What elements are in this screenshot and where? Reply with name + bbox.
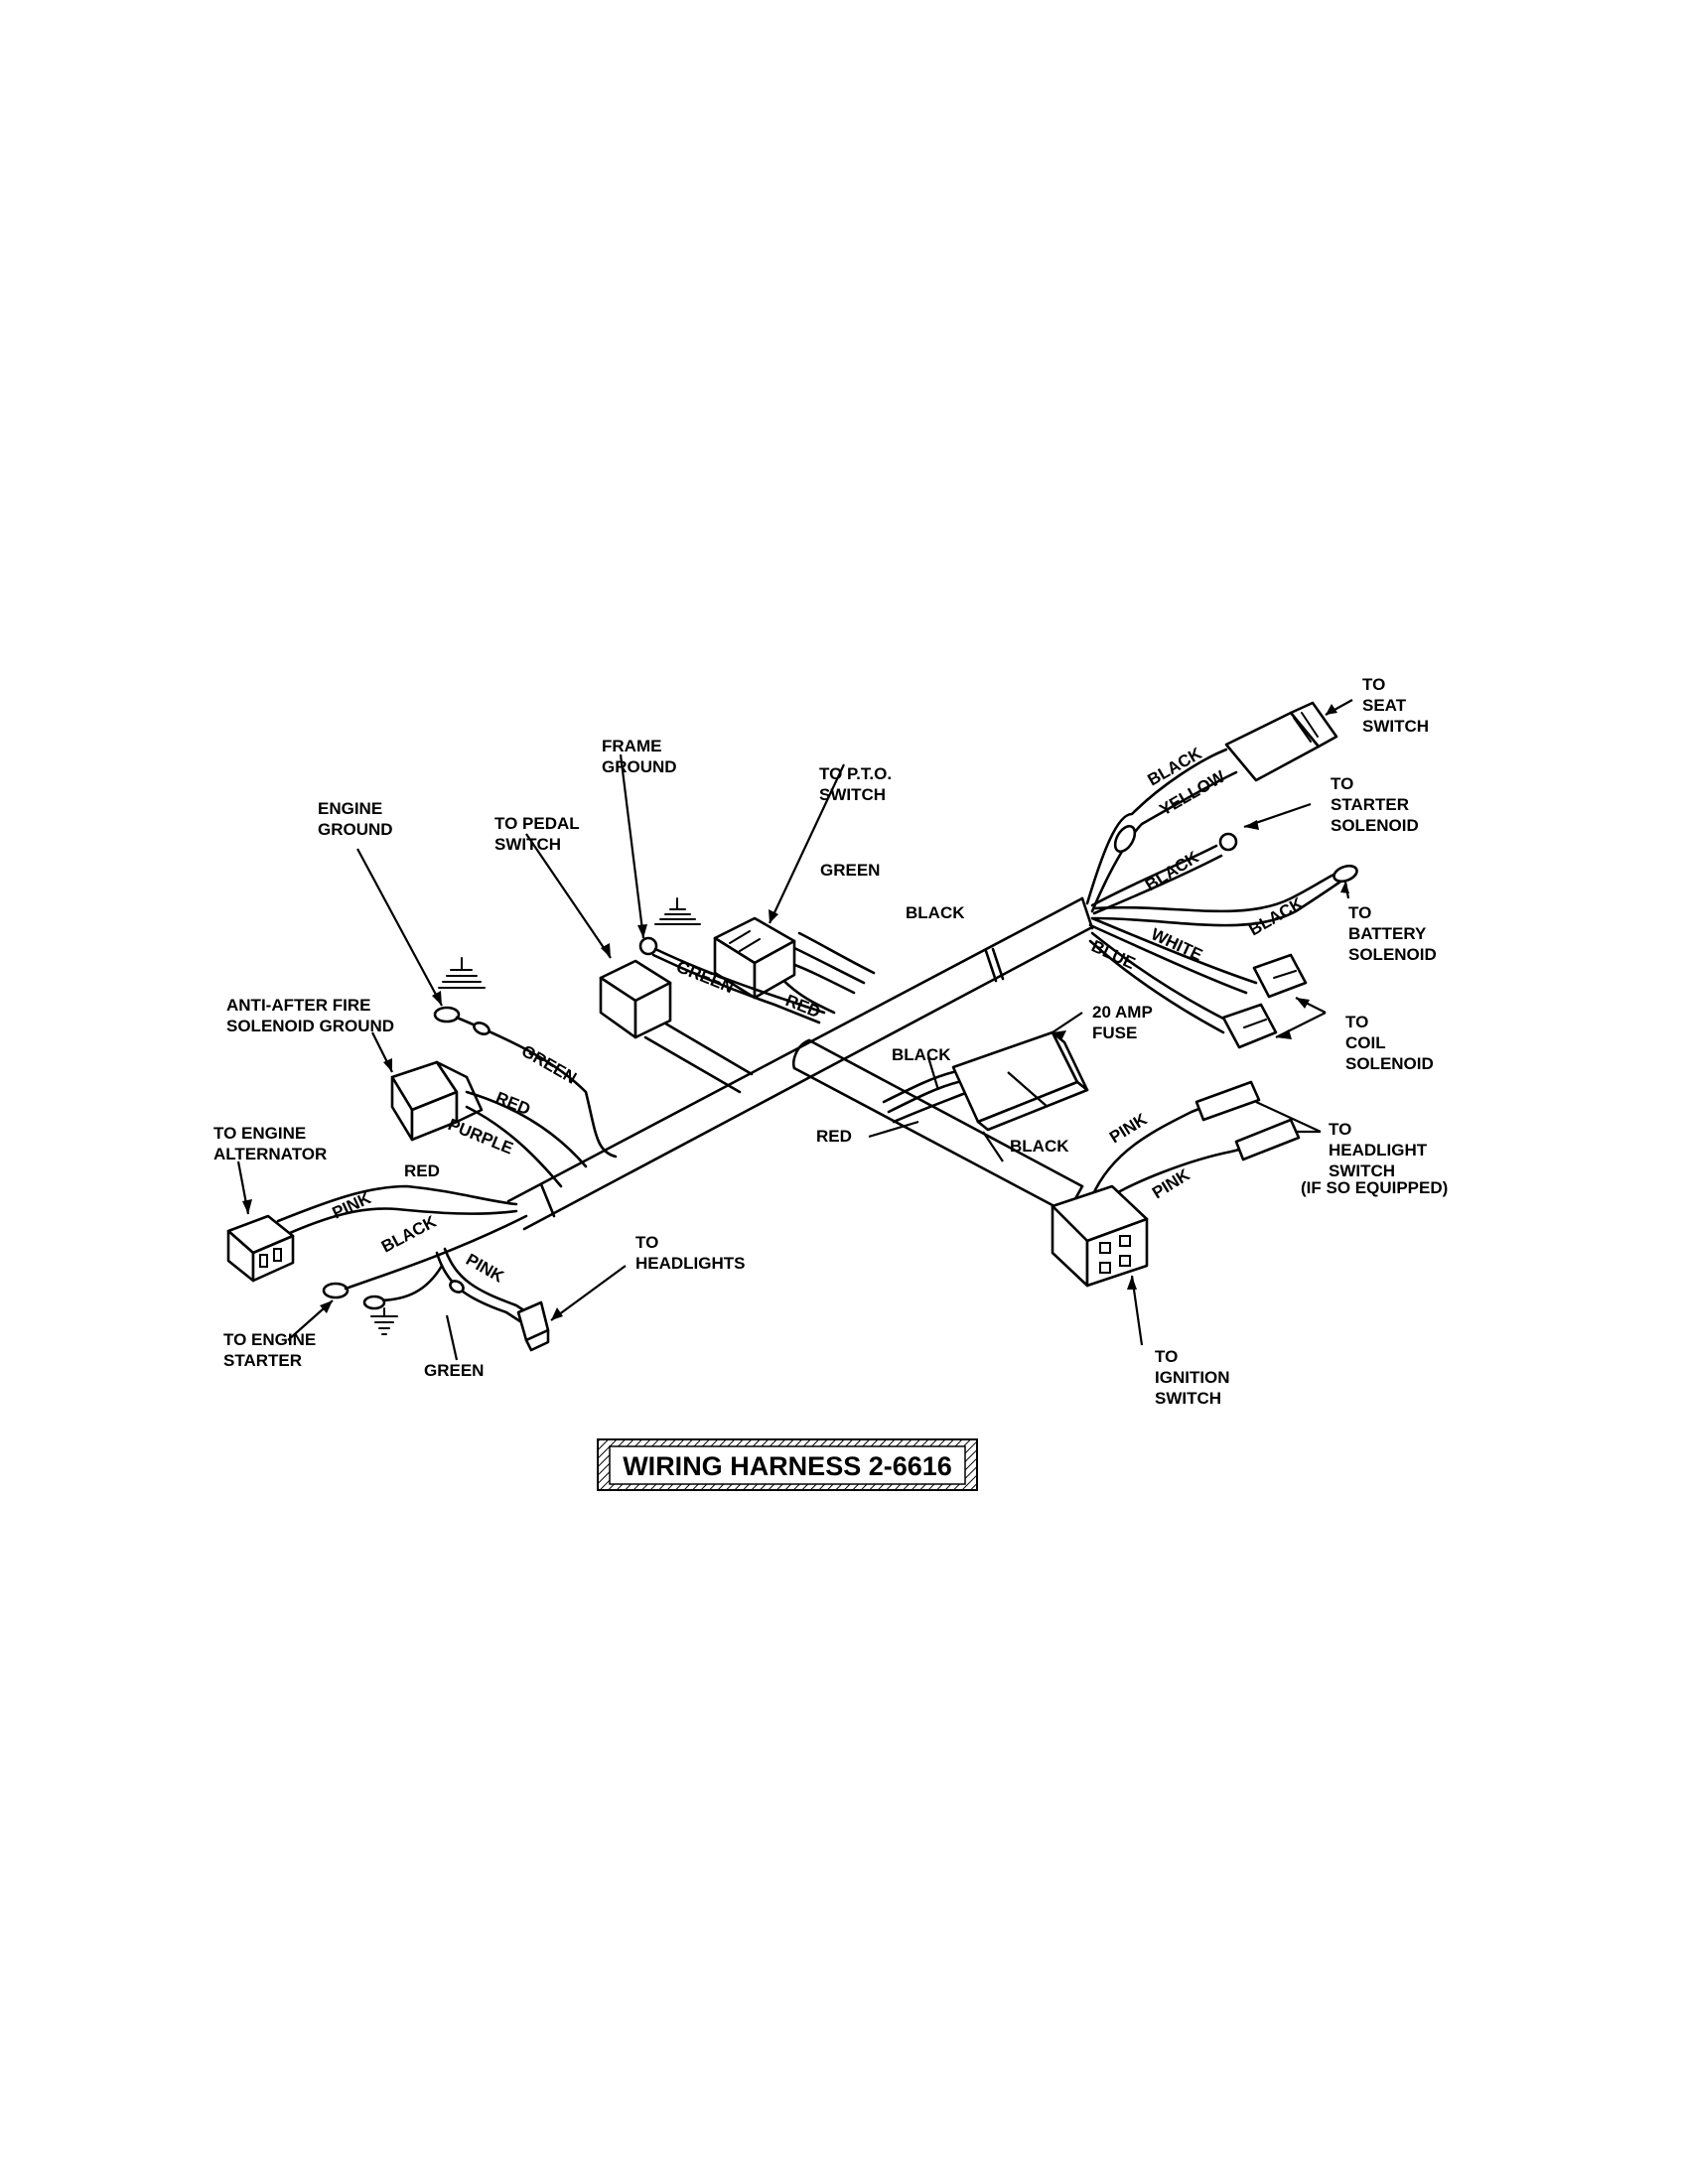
callout-seat-switch: TO SEAT SWITCH: [1362, 675, 1429, 736]
wire-label-purple-anti: PURPLE: [446, 1115, 516, 1158]
seat-switch-wires: [1085, 748, 1238, 913]
anti-after-fire-line-1: ANTI-AFTER FIRE: [226, 996, 370, 1015]
callout-engine-ground: ENGINE GROUND: [318, 799, 393, 839]
wire-label-red-anti: RED: [493, 1088, 533, 1119]
coil-connector-lower: [1221, 1003, 1278, 1049]
wire-label-green-bottom: GREEN: [424, 1361, 484, 1380]
callout-frame-ground: FRAME GROUND: [602, 737, 677, 776]
battery-solenoid-line-2: BATTERY: [1348, 924, 1427, 943]
wire-label-black-starter: BLACK: [1142, 847, 1202, 894]
battery-solenoid-wires: [1092, 864, 1358, 927]
diagram-title: WIRING HARNESS 2-6616: [623, 1451, 952, 1481]
leader-lines: [236, 699, 1353, 1361]
headlight-branch-wire: [362, 1247, 538, 1327]
wire-label-black-pto: BLACK: [906, 903, 965, 922]
headlights-connector: [516, 1300, 550, 1352]
wire-label-pink-headlights: PINK: [463, 1250, 507, 1287]
frame-ground-line-2: GROUND: [602, 757, 677, 776]
fuse-line-2: FUSE: [1092, 1024, 1137, 1042]
wire-label-red-alt: RED: [404, 1161, 440, 1180]
seat-switch-connector: [1224, 701, 1338, 782]
headlight-switch-line-3: SWITCH: [1329, 1161, 1395, 1180]
frame-ground-symbol: [654, 897, 701, 925]
headlights-line-2: HEADLIGHTS: [635, 1254, 746, 1273]
callout-starter-solenoid: TO STARTER SOLENOID: [1331, 774, 1419, 835]
wire-label-green-pto: GREEN: [820, 861, 880, 880]
seat-switch-line-2: SEAT: [1362, 696, 1407, 715]
coil-solenoid-line-1: TO: [1345, 1013, 1368, 1031]
callout-battery-solenoid: TO BATTERY SOLENOID: [1348, 903, 1437, 964]
coil-connector-upper: [1252, 953, 1308, 999]
starter-solenoid-line-1: TO: [1331, 774, 1353, 793]
ignition-switch-line-1: TO: [1155, 1347, 1178, 1366]
pto-switch-line-1: TO P.T.O.: [819, 764, 892, 783]
wire-label-white-coil: WHITE: [1148, 924, 1205, 964]
headlight-switch-wires: [1090, 1080, 1301, 1205]
seat-switch-line-1: TO: [1362, 675, 1385, 694]
engine-ground-line-1: ENGINE: [318, 799, 382, 818]
pto-switch-connector: [713, 916, 796, 1000]
seat-switch-line-3: SWITCH: [1362, 717, 1429, 736]
wire-label-red-fuse: RED: [816, 1127, 852, 1146]
coil-solenoid-line-2: COIL: [1345, 1033, 1386, 1052]
callout-coil-solenoid: TO COIL SOLENOID: [1345, 1013, 1434, 1073]
starter-solenoid-line-2: STARTER: [1331, 795, 1409, 814]
ignition-switch-connector: [1051, 1184, 1149, 1288]
starter-ground-symbol: [370, 1307, 398, 1335]
wire-label-black-battery: BLACK: [1246, 893, 1308, 940]
engine-alternator-line-1: TO ENGINE: [213, 1124, 306, 1143]
headlight-switch-line-1: TO: [1329, 1120, 1351, 1139]
pedal-switch-connector: [599, 959, 672, 1039]
coil-solenoid-line-3: SOLENOID: [1345, 1054, 1434, 1073]
engine-ground-line-2: GROUND: [318, 820, 393, 839]
ignition-switch-line-3: SWITCH: [1155, 1389, 1221, 1408]
engine-starter-line-2: STARTER: [223, 1351, 302, 1370]
wire-label-pink-hl-upper: PINK: [1106, 1109, 1151, 1147]
wire-label-pink-hl-lower: PINK: [1149, 1164, 1193, 1202]
callout-pedal-switch: TO PEDAL SWITCH: [494, 814, 580, 854]
battery-solenoid-line-3: SOLENOID: [1348, 945, 1437, 964]
wire-label-blue-coil: BLUE: [1088, 936, 1138, 973]
pedal-switch-line-1: TO PEDAL: [494, 814, 580, 833]
engine-starter-wire: [322, 1214, 528, 1299]
frame-ground-wire: [638, 936, 826, 1024]
title-box: WIRING HARNESS 2-6616: [597, 1438, 978, 1491]
alternator-wires: [276, 1184, 518, 1238]
callout-ignition-switch: TO IGNITION SWITCH: [1155, 1347, 1230, 1408]
engine-starter-line-1: TO ENGINE: [223, 1330, 316, 1349]
wire-label-black-starter-eng: BLACK: [378, 1211, 440, 1256]
callout-fuse: 20 AMP FUSE: [1092, 1003, 1153, 1042]
engine-ground-symbol: [438, 957, 486, 989]
callout-headlight-switch: TO HEADLIGHT SWITCH (IF SO EQUIPPED): [1301, 1120, 1448, 1197]
pto-switch-line-2: SWITCH: [819, 785, 886, 804]
coil-solenoid-wires: [1088, 916, 1258, 1034]
frame-ground-line-1: FRAME: [602, 737, 661, 755]
headlight-switch-line-2: HEADLIGHT: [1329, 1141, 1428, 1160]
anti-after-fire-line-2: SOLENOID GROUND: [226, 1017, 394, 1035]
engine-alternator-line-2: ALTERNATOR: [213, 1145, 327, 1163]
anti-after-fire-wires: [465, 1090, 588, 1188]
anti-after-fire-connector: [390, 1060, 484, 1142]
wire-label-black-fuse-bottom: BLACK: [1010, 1137, 1069, 1156]
pedal-switch-line-2: SWITCH: [494, 835, 561, 854]
callout-engine-alternator: TO ENGINE ALTERNATOR: [213, 1124, 327, 1163]
headlights-line-1: TO: [635, 1233, 658, 1252]
callout-engine-starter: TO ENGINE STARTER: [223, 1330, 316, 1370]
wire-label-green-engine-ground: GREEN: [518, 1041, 580, 1088]
fuse-line-1: 20 AMP: [1092, 1003, 1153, 1022]
callout-anti-after-fire: ANTI-AFTER FIRE SOLENOID GROUND: [226, 996, 394, 1035]
wire-label-black-fuse-top: BLACK: [892, 1045, 951, 1064]
starter-solenoid-line-3: SOLENOID: [1331, 816, 1419, 835]
alternator-connector: [226, 1214, 295, 1283]
ignition-switch-line-2: IGNITION: [1155, 1368, 1230, 1387]
headlight-switch-line-4: (IF SO EQUIPPED): [1301, 1178, 1448, 1197]
callout-headlights: TO HEADLIGHTS: [635, 1233, 746, 1273]
engine-ground-wire: [433, 1006, 618, 1159]
battery-solenoid-line-1: TO: [1348, 903, 1371, 922]
callout-pto-switch: TO P.T.O. SWITCH: [819, 764, 892, 804]
wire-color-labels: BLACK YELLOW BLACK BLACK WHITE BLUE GREE…: [330, 744, 1307, 1380]
fuse-holder: [882, 1030, 1089, 1132]
